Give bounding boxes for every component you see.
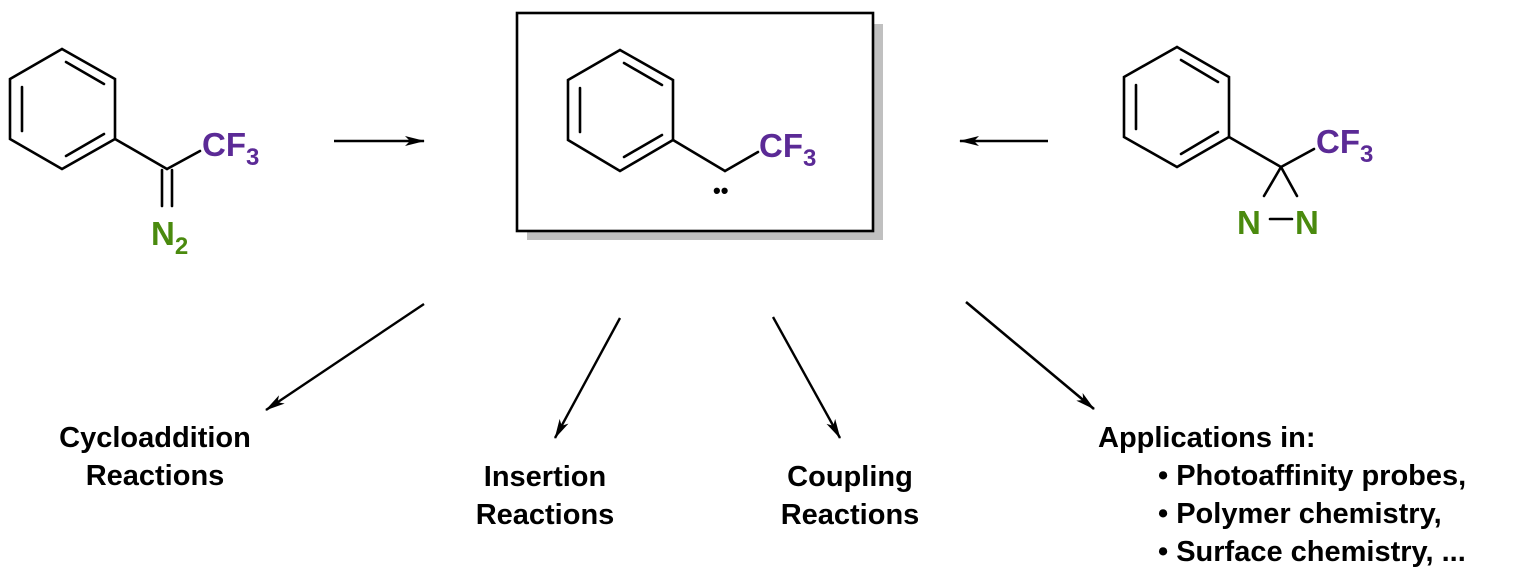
outcome-line: Cycloaddition: [59, 422, 251, 454]
bond: [1227, 135, 1283, 169]
diazo-compound-structure: CF3 N2: [8, 47, 259, 260]
applications-list: Applications in: • Photoaffinity probes,…: [1098, 419, 1466, 571]
benzene-ring: [1122, 45, 1231, 169]
benzene-ring: [566, 48, 675, 173]
bond: [113, 137, 169, 171]
arrow-to-coupling: [771, 316, 842, 439]
bond: [671, 138, 727, 173]
application-item: • Polymer chemistry,: [1158, 498, 1442, 530]
outcome-line: Insertion: [483, 461, 607, 493]
outcome-line: Reactions: [85, 460, 225, 492]
arrow-to-insertion: [553, 317, 622, 439]
outcome-line: Coupling: [787, 461, 913, 493]
bond: [1279, 165, 1299, 198]
outcome-line: Reactions: [780, 499, 920, 531]
outcome-cycloaddition: Cycloaddition Reactions: [30, 419, 280, 495]
cf3-label: CF3: [759, 127, 816, 172]
application-item: • Surface chemistry, ...: [1158, 536, 1466, 568]
nitrogen-label: N: [1237, 204, 1261, 241]
carbene-box: CF3 ••: [515, 11, 883, 240]
applications-heading: Applications in:: [1098, 422, 1316, 454]
outcome-line: Reactions: [475, 499, 615, 531]
application-item: • Photoaffinity probes,: [1158, 460, 1467, 492]
arrow-to-applications: [965, 301, 1095, 410]
bond: [723, 150, 760, 173]
cf3-label: CF3: [202, 126, 259, 171]
bond: [1279, 147, 1316, 169]
bond: [1262, 165, 1283, 198]
outcome-coupling: Coupling Reactions: [745, 458, 955, 534]
arrow-to-cycloaddition: [265, 303, 425, 411]
benzene-ring: [8, 47, 117, 171]
nitrogen-label: N: [1295, 204, 1319, 241]
carbene-lone-pair: ••: [713, 178, 728, 203]
bond: [165, 149, 202, 171]
diazirine-structure: CF3 N N: [1122, 45, 1373, 241]
cf3-label: CF3: [1316, 123, 1373, 168]
box-frame: [515, 11, 875, 233]
n2-label: N2: [151, 215, 188, 260]
outcome-insertion: Insertion Reactions: [440, 458, 650, 534]
